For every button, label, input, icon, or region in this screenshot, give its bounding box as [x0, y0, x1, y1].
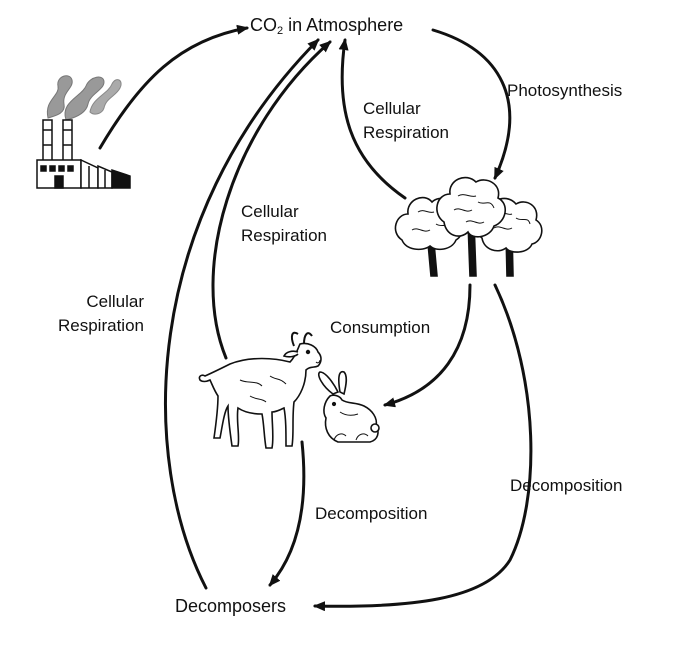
factory-icon — [36, 75, 131, 189]
arrow-photosynthesis — [431, 28, 512, 180]
label-line-1: Cellular — [86, 292, 144, 311]
arrow-factory-to-co2 — [98, 24, 249, 150]
label-consumption: Consumption — [330, 318, 431, 337]
label-decomposition-animals: Decomposition — [315, 504, 428, 523]
arrow-decomposition-animals — [268, 440, 306, 587]
arrow-respiration-decomposers — [164, 38, 320, 590]
co2-text: CO — [250, 15, 277, 35]
co2-atmosphere-title: CO2 in Atmosphere — [250, 13, 403, 37]
decomposers-node: Decomposers — [175, 596, 287, 616]
label-cellular-respiration-animals: Cellular Respiration — [241, 200, 327, 248]
atmosphere-text: in Atmosphere — [283, 15, 404, 35]
label-photosynthesis: Photosynthesis — [507, 81, 623, 100]
arrow-decomposition-plants — [313, 283, 533, 612]
label-decomposition-plants: Decomposition — [510, 476, 623, 495]
arrow-respiration-plants — [338, 38, 407, 200]
co2-subscript: 2 — [277, 25, 284, 37]
label-line-2: Respiration — [241, 226, 327, 245]
label-line-1: Cellular — [241, 202, 299, 221]
rabbit-icon — [317, 370, 380, 443]
goat-icon — [198, 331, 322, 449]
arrow-respiration-animals — [211, 40, 332, 360]
trees-icon — [394, 176, 543, 277]
label-line-2: Respiration — [363, 123, 449, 142]
label-cellular-respiration-decomposers: Cellular Respiration — [40, 290, 144, 338]
arrow-consumption — [383, 283, 472, 408]
label-line-1: Cellular — [363, 99, 421, 118]
label-line-2: Respiration — [58, 316, 144, 335]
label-cellular-respiration-plants: Cellular Respiration — [363, 97, 449, 145]
